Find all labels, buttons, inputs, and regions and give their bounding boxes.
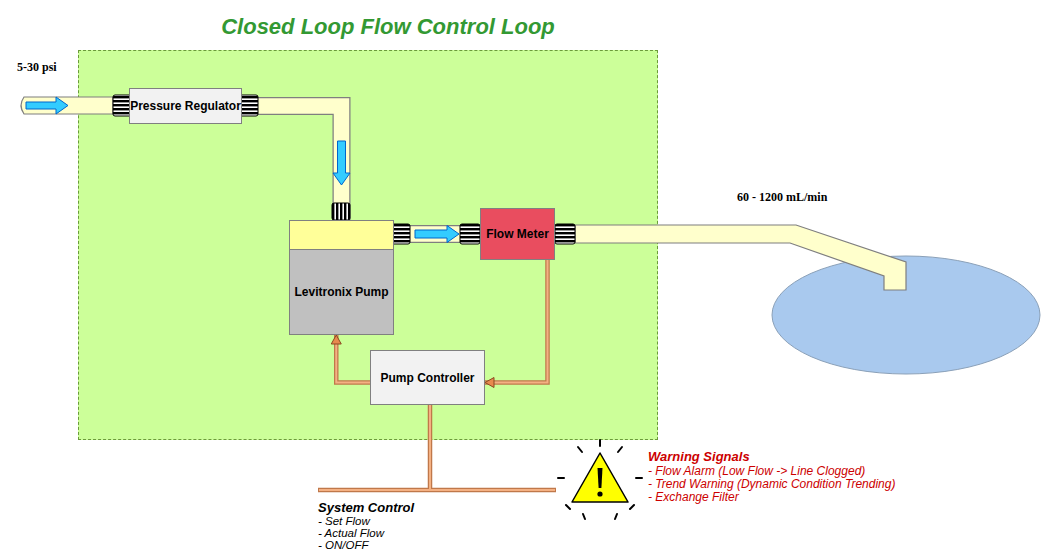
signal-wire — [485, 260, 548, 388]
title-text: Closed Loop Flow Control Loop — [221, 14, 555, 39]
box-label: Flow Meter — [486, 227, 549, 241]
warning-item: - Trend Warning (Dynamic Condition Trend… — [648, 478, 895, 491]
control-bus — [318, 405, 556, 490]
signal-name: - ON/OFF — [318, 539, 368, 551]
warning-item: - Exchange Filter — [648, 491, 739, 504]
flow-meter-box: Flow Meter — [480, 208, 555, 260]
flow-range: 60 - 1200 mL/min — [737, 190, 827, 205]
flow-pipe — [242, 106, 350, 220]
warning-sign — [558, 440, 642, 519]
controller-box: Pump Controller — [370, 350, 485, 405]
pipe-fitting — [332, 203, 350, 220]
pipe-fitting — [555, 224, 575, 244]
signal-name: - Set Flow — [318, 515, 370, 527]
box-label: Pump Controller — [380, 371, 474, 385]
signal-name: - Actual Flow — [318, 527, 384, 539]
group-heading: Warning Signals — [648, 450, 750, 464]
inlet-pipe — [21, 97, 113, 114]
outlet-pipe — [575, 225, 906, 290]
warning-item: - Flow Alarm (Low Flow -> Line Clogged) — [648, 465, 865, 478]
regulator-box: Pressure Regulator — [129, 88, 242, 124]
box-label: Pressure Regulator — [130, 99, 241, 113]
pump-box: Levitronix Pump — [289, 220, 394, 335]
pressure-range: 5-30 psi — [17, 60, 57, 75]
diagram-title: Closed Loop Flow Control Loop — [0, 14, 776, 40]
flow-arrow — [26, 97, 68, 114]
group-heading: System Control — [318, 501, 414, 515]
box-label: Levitronix Pump — [294, 285, 388, 299]
pipe-fitting — [460, 224, 480, 244]
signal-wire — [331, 335, 370, 383]
